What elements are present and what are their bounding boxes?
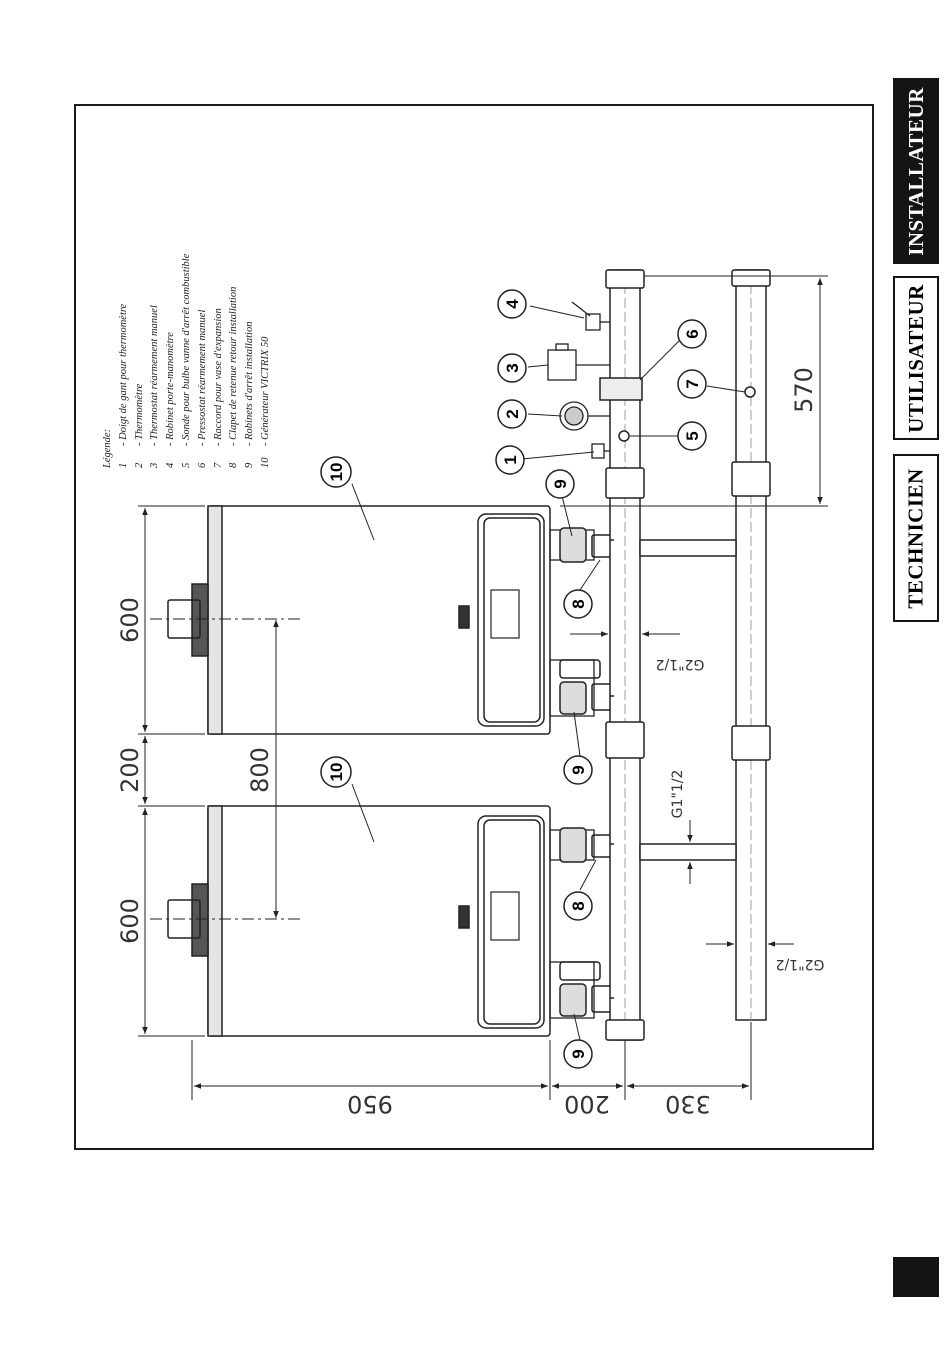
svg-text:10: 10: [327, 463, 346, 482]
dim-200-bottom: 200: [564, 1090, 610, 1118]
svg-text:5: 5: [683, 431, 702, 440]
boiler-bottom: [150, 805, 615, 1037]
callout-5: 5: [677, 421, 707, 451]
dim-600-bottom: 600: [116, 898, 144, 944]
thread-g2-lower: G2"1/2: [776, 956, 825, 972]
svg-text:9: 9: [551, 479, 570, 488]
svg-text:3: 3: [503, 363, 522, 372]
boiler-top: [150, 505, 615, 735]
dimension-lines: [138, 275, 828, 1100]
svg-text:10: 10: [327, 763, 346, 782]
thread-g2-upper: G2"1/2: [656, 656, 705, 672]
callout-10-lower: 10: [320, 756, 352, 788]
callout-8-upper: 8: [563, 589, 593, 619]
tab-utilisateur[interactable]: UTILISATEUR: [893, 276, 939, 440]
manifold-pipes: [599, 269, 771, 1041]
callout-6: 6: [677, 319, 707, 349]
svg-text:8: 8: [569, 599, 588, 608]
callout-7: 7: [677, 369, 707, 399]
callout-4: 4: [497, 289, 527, 319]
dim-800: 800: [246, 747, 274, 793]
callout-10-upper: 10: [320, 456, 352, 488]
dim-600-top: 600: [116, 597, 144, 643]
dim-200-top: 200: [116, 747, 144, 793]
callout-9-upper: 9: [545, 469, 575, 499]
drawing-frame: [74, 104, 874, 1150]
dim-950: 950: [347, 1090, 393, 1118]
svg-text:6: 6: [683, 329, 702, 338]
dim-330: 330: [665, 1090, 711, 1118]
callout-8-lower: 8: [563, 891, 593, 921]
tab-technicien[interactable]: TECHNICIEN: [893, 454, 939, 622]
callout-3: 3: [497, 353, 527, 383]
page-number-box: [893, 1257, 939, 1297]
callout-2: 2: [497, 399, 527, 429]
callout-9-lower: 9: [563, 1039, 593, 1069]
svg-text:4: 4: [503, 299, 522, 309]
svg-text:9: 9: [569, 765, 588, 774]
accessories: [547, 301, 610, 459]
svg-text:1: 1: [501, 455, 520, 464]
feed-pipes: [610, 539, 614, 999]
tab-installateur[interactable]: INSTALLATEUR: [893, 78, 939, 264]
callout-1: 1: [495, 445, 525, 475]
svg-text:8: 8: [569, 901, 588, 910]
svg-text:2: 2: [503, 409, 522, 418]
dim-570: 570: [790, 367, 818, 413]
thread-g1-1-2: G1"1/2: [670, 770, 686, 819]
svg-text:7: 7: [683, 379, 702, 388]
callout-9-middle: 9: [563, 755, 593, 785]
svg-text:9: 9: [569, 1049, 588, 1058]
